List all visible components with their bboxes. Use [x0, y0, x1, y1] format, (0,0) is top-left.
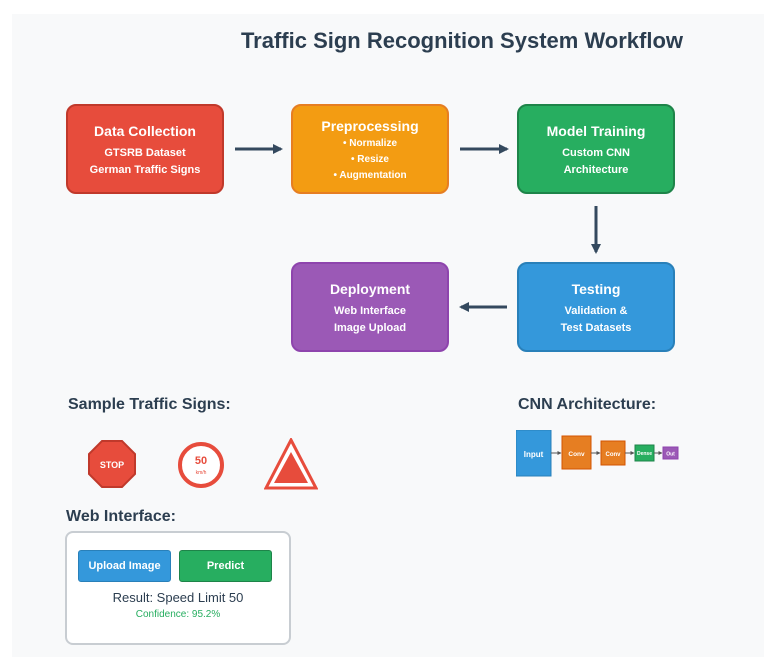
speed-value: 50	[195, 455, 207, 467]
speed-unit: km/h	[196, 470, 207, 476]
step-line: GTSRB Dataset	[104, 147, 186, 159]
step-deployment: Deployment Web Interface Image Upload	[291, 262, 449, 352]
cnn-layer-label: Dense	[637, 451, 652, 457]
prediction-result: Result: Speed Limit 50	[112, 590, 244, 605]
cnn-layer-label: Conv	[568, 451, 585, 458]
step-line: Validation &	[564, 305, 628, 317]
stop-sign-icon: STOP	[88, 440, 136, 488]
step-data-collection: Data Collection GTSRB Dataset German Tra…	[66, 104, 224, 194]
step-title: Data Collection	[94, 123, 196, 139]
step-title: Preprocessing	[321, 118, 419, 134]
step-line: • Augmentation	[333, 170, 407, 181]
step-title: Testing	[571, 281, 621, 297]
cnn-layer-label: Input	[524, 450, 544, 459]
warning-sign-icon	[264, 438, 318, 490]
cnn-layer-label: Conv	[606, 452, 622, 458]
web-interface-panel: Upload Image Predict Result: Speed Limit…	[65, 531, 291, 645]
cnn-layer-label: Out	[666, 452, 675, 458]
step-line: Test Datasets	[560, 322, 632, 334]
step-line: Image Upload	[333, 322, 407, 334]
samples-heading: Sample Traffic Signs:	[68, 396, 231, 413]
cnn-architecture-diagram: Input Conv Conv Dense Out	[516, 430, 679, 477]
page-title: Traffic Sign Recognition System Workflow	[240, 28, 684, 53]
stop-label: STOP	[100, 460, 124, 470]
step-preprocessing: Preprocessing • Normalize • Resize • Aug…	[291, 104, 449, 194]
step-title: Deployment	[329, 281, 411, 297]
upload-image-button[interactable]: Upload Image	[78, 550, 171, 582]
cnn-layer-output	[662, 446, 679, 460]
confidence-text: Confidence: 95.2%	[135, 609, 221, 620]
predict-button[interactable]: Predict	[179, 550, 272, 582]
step-line: Web Interface	[334, 305, 406, 317]
step-line: • Resize	[351, 154, 389, 165]
speed-limit-sign-icon: 50 km/h	[178, 442, 224, 488]
step-model-training: Model Training Custom CNN Architecture	[517, 104, 675, 194]
step-line: Custom CNN	[562, 147, 630, 159]
cnn-layer-conv2	[600, 440, 626, 466]
step-line: Architecture	[563, 164, 629, 176]
step-title: Model Training	[546, 123, 646, 139]
step-line: German Traffic Signs	[89, 164, 201, 176]
cnn-heading: CNN Architecture:	[518, 396, 657, 413]
web-heading: Web Interface:	[66, 508, 176, 525]
step-line: • Normalize	[342, 138, 398, 149]
step-testing: Testing Validation & Test Datasets	[517, 262, 675, 352]
